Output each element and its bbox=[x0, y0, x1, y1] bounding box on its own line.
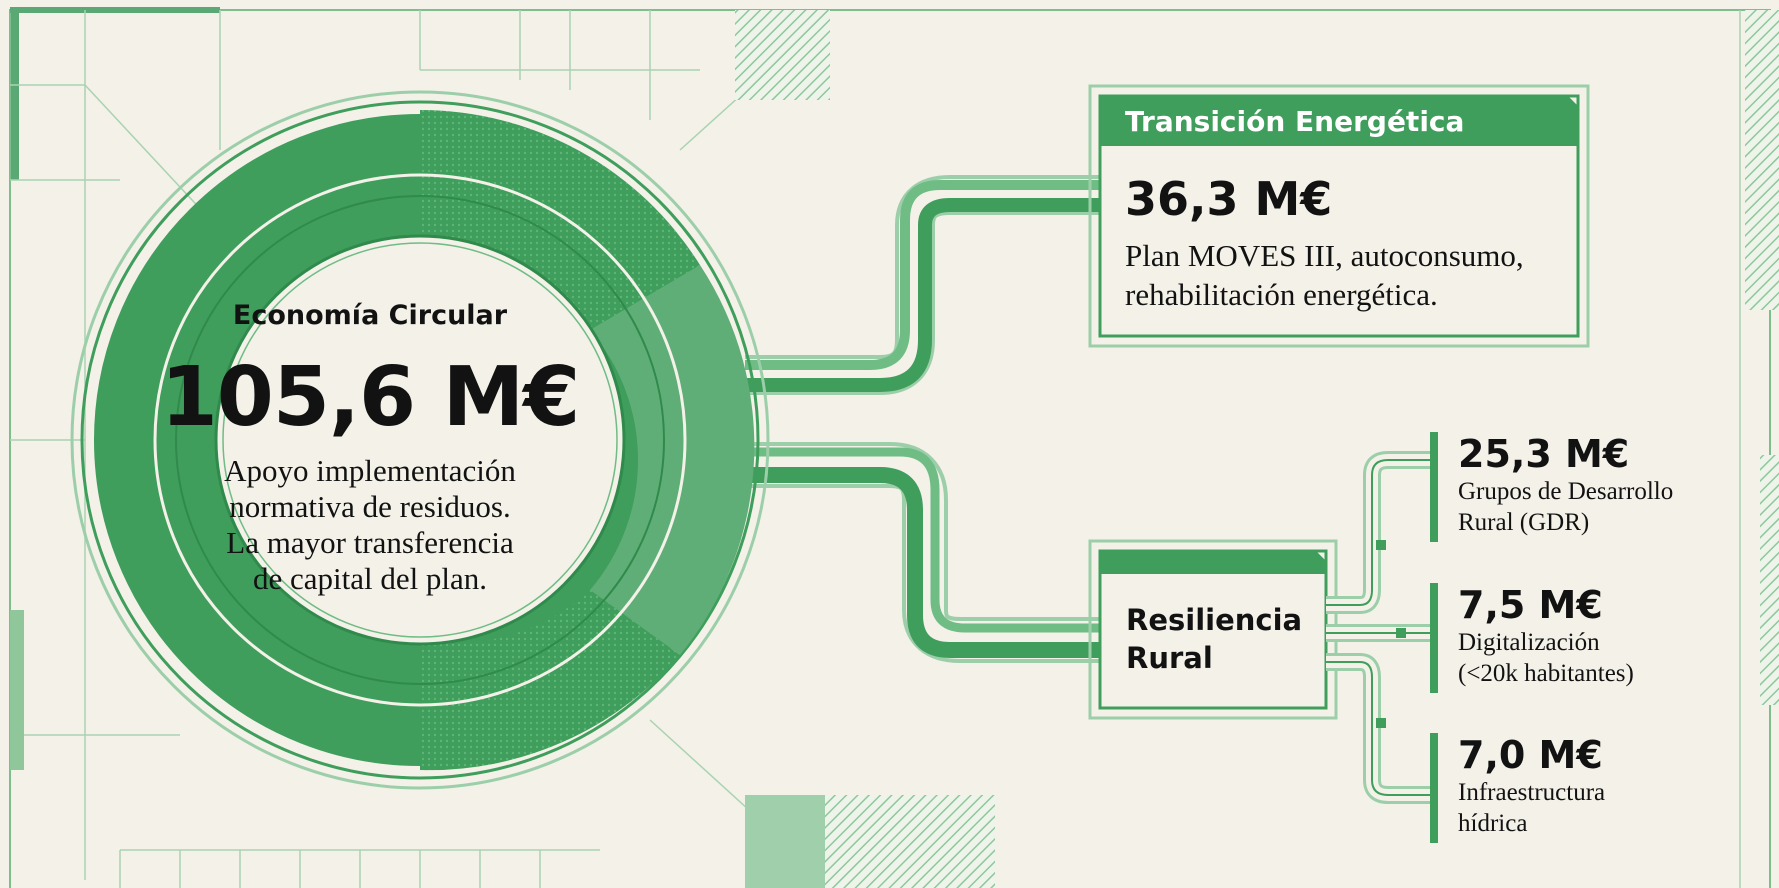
resiliencia-label-line: Resiliencia bbox=[1126, 603, 1303, 637]
branch-value: 25,3 M€ bbox=[1458, 432, 1630, 476]
branch-description-line: Digitalización bbox=[1458, 629, 1600, 656]
transicion-title: Transición Energética bbox=[1125, 105, 1465, 138]
hatch-top bbox=[735, 10, 830, 100]
transicion-description-line: Plan MOVES III, autoconsumo, bbox=[1125, 238, 1524, 273]
branch-description-line: hídrica bbox=[1458, 810, 1528, 837]
branch-description-line: Rural (GDR) bbox=[1458, 509, 1590, 536]
branch-connectors bbox=[1326, 432, 1438, 843]
branch-digitalizacion: 7,5 M€ Digitalización (<20k habitantes) bbox=[1458, 583, 1758, 689]
resiliencia-label-line: Rural bbox=[1126, 641, 1213, 675]
transicion-description: Plan MOVES III, autoconsumo, rehabilitac… bbox=[1125, 236, 1565, 314]
center-description-line: Apoyo implementación bbox=[224, 453, 516, 488]
transicion-value: 36,3 M€ bbox=[1125, 172, 1333, 226]
center-title: Economía Circular bbox=[232, 300, 508, 331]
branch-gdr: 25,3 M€ Grupos de Desarrollo Rural (GDR) bbox=[1458, 432, 1758, 538]
hatch-bottom bbox=[825, 795, 995, 888]
block-bottom bbox=[745, 795, 825, 888]
resiliencia-box bbox=[1088, 539, 1338, 720]
branch-description: Infraestructura hídrica bbox=[1458, 777, 1758, 839]
background-grid bbox=[9, 7, 1771, 888]
center-description-line: de capital del plan. bbox=[252, 561, 488, 596]
center-description-line: normativa de residuos. bbox=[229, 489, 511, 524]
center-description: Apoyo implementación normativa de residu… bbox=[160, 453, 580, 597]
branch-description: Grupos de Desarrollo Rural (GDR) bbox=[1458, 476, 1758, 538]
branch-value: 7,0 M€ bbox=[1458, 733, 1603, 777]
branch-infraestructura: 7,0 M€ Infraestructura hídrica bbox=[1458, 733, 1758, 839]
center-description-line: La mayor transferencia bbox=[226, 525, 514, 560]
branch-description-line: (<20k habitantes) bbox=[1458, 660, 1634, 687]
transicion-box bbox=[1088, 84, 1590, 348]
branch-value: 7,5 M€ bbox=[1458, 583, 1603, 627]
center-value: 105,6 M€ bbox=[160, 350, 581, 445]
center-ring bbox=[70, 90, 770, 790]
edge-bar-left bbox=[10, 610, 24, 770]
branch-description: Digitalización (<20k habitantes) bbox=[1458, 627, 1758, 689]
hatch-right-top bbox=[1745, 10, 1779, 310]
branch-description-line: Grupos de Desarrollo bbox=[1458, 478, 1674, 505]
connector-transicion bbox=[745, 175, 1105, 395]
connector-resiliencia bbox=[745, 442, 1105, 663]
hatch-right-mid bbox=[1760, 455, 1779, 705]
transicion-description-line: rehabilitación energética. bbox=[1125, 277, 1438, 312]
resiliencia-label: Resiliencia Rural bbox=[1126, 601, 1326, 677]
branch-description-line: Infraestructura bbox=[1458, 779, 1606, 806]
